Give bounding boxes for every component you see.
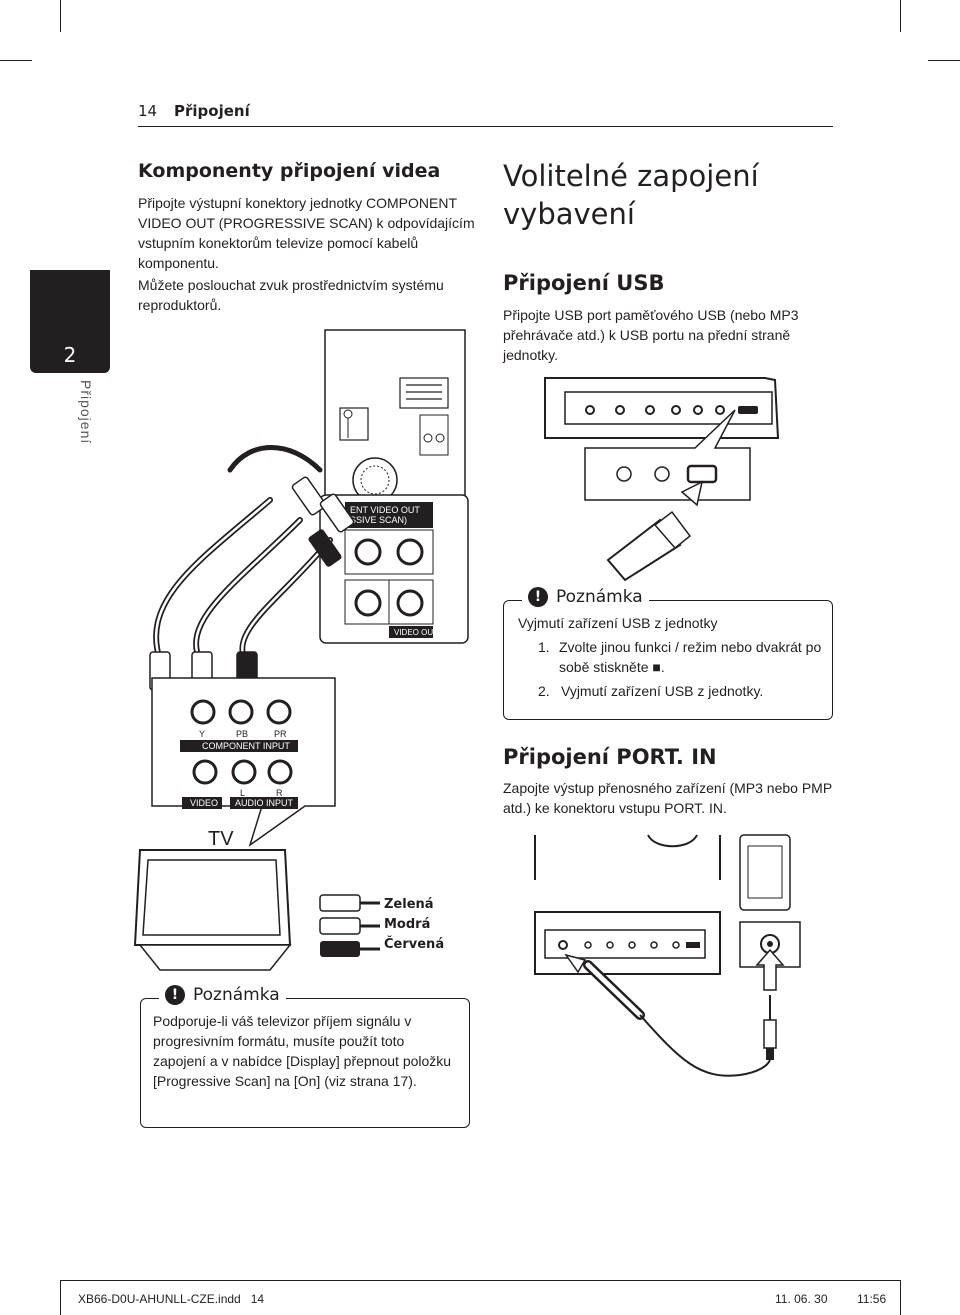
optional-title: Volitelné zapojení vybavení xyxy=(503,159,759,231)
unit-label-2: SSIVE SCAN) xyxy=(350,515,407,525)
unit-jack-panel: ENT VIDEO OUT SSIVE SCAN) VIDEO OUT xyxy=(319,494,469,644)
video-out-label: VIDEO OUT xyxy=(394,628,438,637)
crop-mark xyxy=(60,1280,61,1315)
page-number: 14 xyxy=(138,102,158,120)
tv-note-head: ! Poznámka xyxy=(159,985,286,1005)
usb-note: ! Poznámka Vyjmutí zařízení USB z jednot… xyxy=(503,587,833,720)
port-in-text: Zapojte výstup přenosného zařízení (MP3 … xyxy=(503,780,832,816)
component-para-2: Můžete poslouchat zvuk prostřednictvím s… xyxy=(138,277,444,313)
footer-time: 11:56 xyxy=(857,1292,887,1306)
tv-input-panel: Y PB PR COMPONENT INPUT L R VIDEO AUDIO … xyxy=(151,677,336,847)
usb-note-intro: Vyjmutí zařízení USB z jednotky xyxy=(518,615,718,631)
legend-red: Červená xyxy=(384,937,445,952)
usb-step1: Zvolte jinou funkci / režim nebo dvakrát… xyxy=(559,639,822,675)
component-title: Komponenty připojení videa xyxy=(138,160,441,182)
usb-step2: Vyjmutí zařízení USB z jednotky. xyxy=(561,683,764,699)
tv-pb-label: PB xyxy=(236,729,248,739)
audio-input-label: AUDIO INPUT xyxy=(235,798,294,808)
usb-note-title: Poznámka xyxy=(556,587,643,607)
crop-mark xyxy=(928,60,960,61)
port-in-diagram xyxy=(534,834,801,1077)
tv-label: TV xyxy=(208,828,234,850)
tv-note-title: Poznámka xyxy=(193,985,280,1005)
crop-mark xyxy=(900,0,901,32)
tv-pr-label: PR xyxy=(274,729,287,739)
legend-green: Zelená xyxy=(384,897,434,912)
crop-mark xyxy=(0,60,32,61)
plugs-unit xyxy=(291,476,355,567)
unit-label-1: ENT VIDEO OUT xyxy=(350,505,420,515)
tv-video-label: VIDEO xyxy=(190,798,218,808)
warning-icon: ! xyxy=(528,587,548,607)
warning-icon: ! xyxy=(165,985,185,1005)
header-rule xyxy=(138,126,833,127)
footer-rule xyxy=(60,1280,900,1281)
usb-text: Připojte USB port paměťového USB (nebo M… xyxy=(503,307,799,363)
crop-mark xyxy=(60,0,61,32)
footer-date: 11. 06. 30 xyxy=(775,1292,828,1306)
cable-legend: Zelená Modrá Červená xyxy=(384,895,464,955)
tv-y-label: Y xyxy=(199,729,205,739)
legend-blue: Modrá xyxy=(384,917,431,932)
usb-title: Připojení USB xyxy=(503,271,665,295)
port-in-title: Připojení PORT. IN xyxy=(503,745,717,769)
tv-l-label: L xyxy=(240,788,245,798)
component-para-1: Připojte výstupní konektory jednotky COM… xyxy=(138,195,475,271)
cable-legend-plugs xyxy=(319,894,380,957)
usb-step1-num: 1. xyxy=(538,639,550,655)
crop-mark xyxy=(900,1280,901,1315)
footer-file: XB66-D0U-AHUNLL-CZE.indd 14 xyxy=(78,1292,265,1306)
usb-note-head: ! Poznámka xyxy=(522,587,649,607)
tv-r-label: R xyxy=(276,788,283,798)
tv-set xyxy=(133,849,292,971)
usb-step2-num: 2. xyxy=(538,683,550,699)
tv-note-text: Podporuje-li váš televizor příjem signál… xyxy=(153,1013,452,1089)
section-title: Připojení xyxy=(174,102,250,120)
component-input-label: COMPONENT INPUT xyxy=(202,741,290,751)
usb-front-panel xyxy=(544,377,780,582)
chapter-tab: 2 xyxy=(30,270,110,373)
tv-note: ! Poznámka Podporuje-li váš televizor př… xyxy=(140,985,470,1128)
chapter-number: 2 xyxy=(63,343,77,367)
